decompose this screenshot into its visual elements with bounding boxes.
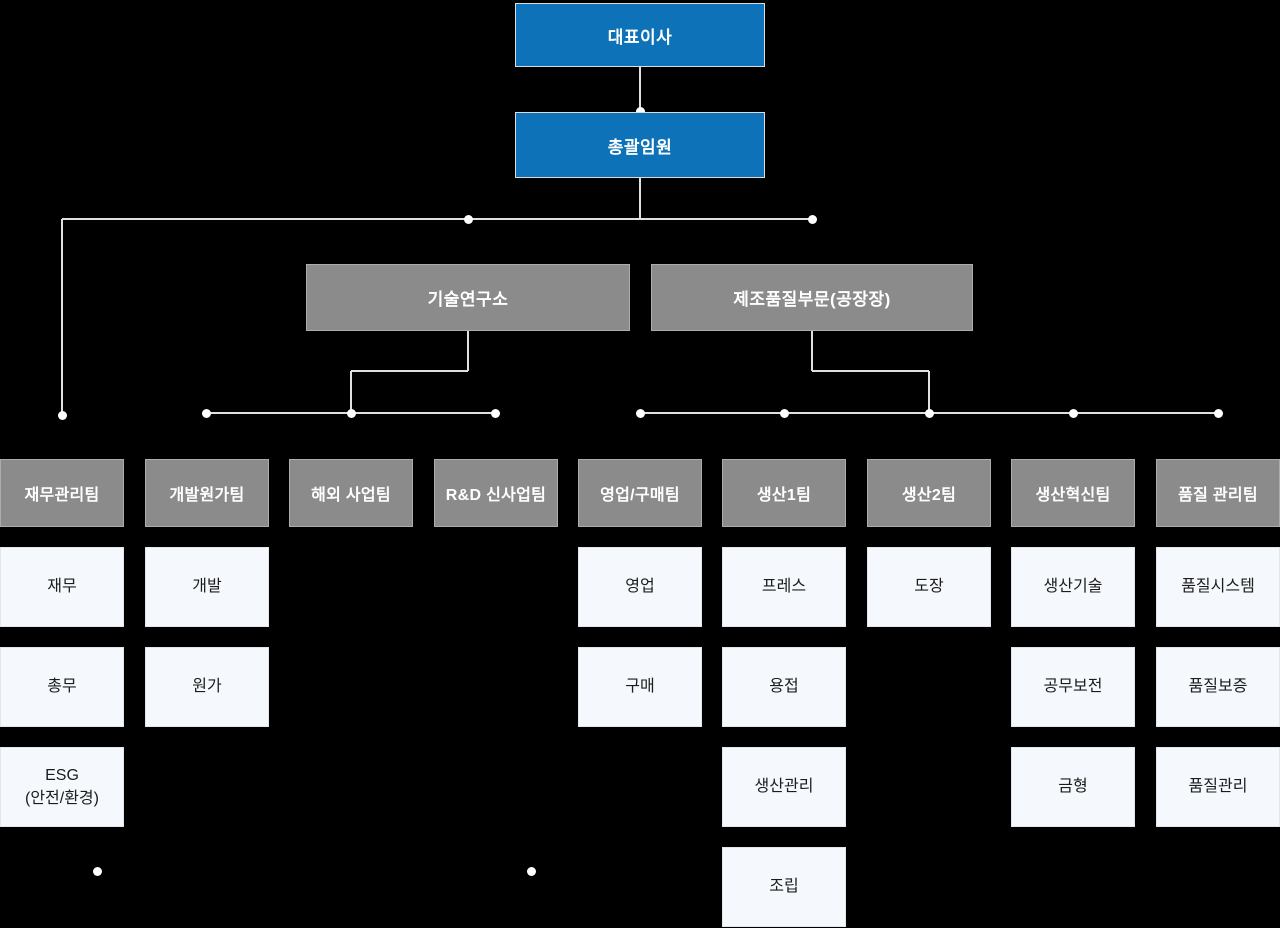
node-division-manufacturing-quality-label: 제조품질부문(공장장) [733, 290, 891, 309]
team-header: 영업/구매팀 [578, 459, 702, 527]
team-header: 생산혁신팀 [1011, 459, 1135, 527]
connector-line [812, 370, 929, 372]
connector-line [351, 370, 468, 372]
team-column-production2: 생산2팀 도장 [867, 459, 991, 627]
junction-dot [924, 408, 934, 418]
junction-dot [526, 866, 536, 876]
sub-dept: 원가 [145, 647, 269, 727]
sub-dept: 개발 [145, 547, 269, 627]
connector-line [467, 331, 469, 371]
team-header: R&D 신사업팀 [434, 459, 558, 527]
sub-dept: 프레스 [722, 547, 846, 627]
team-header: 해외 사업팀 [289, 459, 413, 527]
junction-dot [202, 408, 211, 418]
junction-dot [463, 214, 473, 224]
team-column-rnd-newbiz: R&D 신사업팀 [434, 459, 558, 527]
connector-line [62, 218, 812, 220]
connector-line [639, 178, 641, 219]
connector-line [350, 371, 352, 413]
junction-dot [807, 214, 817, 224]
sub-dept: 품질관리 [1156, 747, 1280, 827]
connector-line [928, 371, 930, 413]
junction-dot [92, 866, 102, 876]
junction-dot [635, 408, 645, 418]
team-header: 생산2팀 [867, 459, 991, 527]
team-column-dev-cost: 개발원가팀 개발 원가 [145, 459, 269, 727]
team-column-production-innovation: 생산혁신팀 생산기술 공무보전 금형 [1011, 459, 1135, 827]
sub-dept: 총무 [0, 647, 124, 727]
junction-dot [1069, 408, 1078, 418]
junction-dot [780, 408, 789, 418]
sub-dept: 조립 [722, 847, 846, 927]
sub-dept: 생산관리 [722, 747, 846, 827]
node-division-tech-research: 기술연구소 [306, 264, 630, 331]
junction-dot [491, 408, 500, 418]
connector-line [811, 331, 813, 371]
sub-dept: 도장 [867, 547, 991, 627]
team-column-sales-purchase: 영업/구매팀 영업 구매 [578, 459, 702, 727]
team-column-quality: 품질 관리팀 품질시스템 품질보증 품질관리 [1156, 459, 1280, 827]
sub-dept: 영업 [578, 547, 702, 627]
team-header: 개발원가팀 [145, 459, 269, 527]
node-ceo-label: 대표이사 [607, 27, 673, 47]
team-column-finance: 재무관리팀 재무 총무 ESG (안전/환경) [0, 459, 124, 827]
junction-dot [346, 408, 356, 418]
sub-dept: 품질시스템 [1156, 547, 1280, 627]
sub-dept: 구매 [578, 647, 702, 727]
sub-dept: 생산기술 [1011, 547, 1135, 627]
sub-dept: 품질보증 [1156, 647, 1280, 727]
team-column-overseas: 해외 사업팀 [289, 459, 413, 527]
sub-dept: 금형 [1011, 747, 1135, 827]
team-header: 재무관리팀 [0, 459, 124, 527]
sub-dept: 재무 [0, 547, 124, 627]
junction-dot [57, 410, 67, 420]
sub-dept: ESG (안전/환경) [0, 747, 124, 827]
sub-dept: 공무보전 [1011, 647, 1135, 727]
team-header: 생산1팀 [722, 459, 846, 527]
junction-dot [1213, 408, 1223, 418]
node-executive-director: 총괄임원 [515, 112, 765, 178]
sub-dept: 용접 [722, 647, 846, 727]
connector-line [639, 67, 641, 112]
node-division-tech-research-label: 기술연구소 [427, 290, 509, 309]
node-ceo: 대표이사 [515, 3, 765, 67]
team-column-production1: 생산1팀 프레스 용접 생산관리 조립 [722, 459, 846, 927]
node-executive-director-label: 총괄임원 [607, 137, 673, 157]
node-division-manufacturing-quality: 제조품질부문(공장장) [651, 264, 973, 331]
junction-dot [635, 106, 645, 116]
connector-line [61, 219, 63, 415]
team-header: 품질 관리팀 [1156, 459, 1280, 527]
